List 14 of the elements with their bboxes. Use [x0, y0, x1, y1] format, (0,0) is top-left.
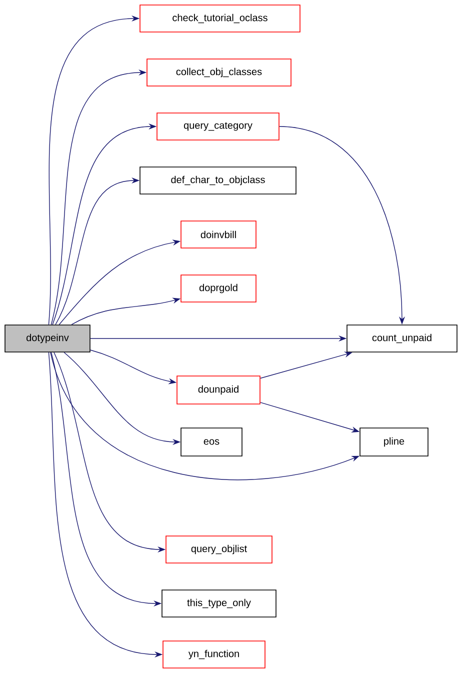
- function-box: query_objlist: [166, 536, 272, 564]
- function-box: pline: [360, 428, 428, 456]
- function-box: query_category: [156, 112, 280, 140]
- function-box: dounpaid: [176, 376, 260, 404]
- function-box: dotypeinv: [4, 324, 90, 352]
- function-box: eos: [180, 428, 242, 456]
- function-box: this_type_only: [162, 590, 276, 618]
- function-box: yn_function: [162, 640, 266, 668]
- function-box: check_tutorial_oclass: [140, 4, 300, 32]
- function-box: def_char_to_objclass: [140, 166, 296, 194]
- function-box: count_unpaid: [346, 324, 458, 352]
- function-box: collect_obj_classes: [146, 58, 292, 86]
- function-box: doprgold: [180, 274, 256, 302]
- function-box: doinvbill: [180, 220, 256, 248]
